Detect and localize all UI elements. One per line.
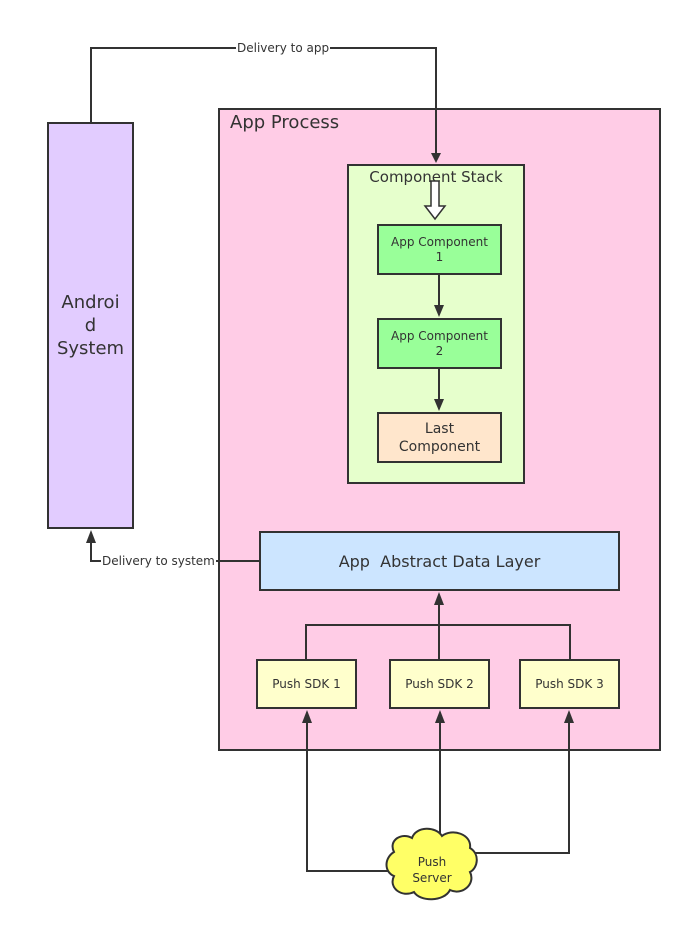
component-stack-label: Component Stack <box>369 168 503 186</box>
data-layer-label: App Abstract Data Layer <box>338 551 541 571</box>
last-component-node[interactable]: Last Component <box>377 412 502 463</box>
android-system-node[interactable]: Androi d System <box>47 122 134 529</box>
app-component-2-node[interactable]: App Component 2 <box>377 318 502 369</box>
push-server-label: Push Server <box>412 855 452 885</box>
app-component-1-node[interactable]: App Component 1 <box>377 224 502 275</box>
push-sdk-1-node[interactable]: Push SDK 1 <box>256 659 357 709</box>
last-component-label: Last Component <box>398 420 481 455</box>
app-component-2-label: App Component 2 <box>391 328 488 358</box>
delivery-to-app-label: Delivery to app <box>236 41 331 55</box>
android-system-label: Androi d System <box>56 292 125 359</box>
app-component-1-label: App Component 1 <box>391 234 488 264</box>
push-server-node[interactable]: Push Server <box>396 854 468 886</box>
data-layer-node[interactable]: App Abstract Data Layer <box>259 531 620 591</box>
push-sdk-2-label: Push SDK 2 <box>405 676 474 691</box>
delivery-to-system-label: Delivery to system <box>101 554 216 568</box>
app-process-label: App Process <box>230 112 340 133</box>
push-sdk-2-node[interactable]: Push SDK 2 <box>389 659 490 709</box>
push-sdk-3-label: Push SDK 3 <box>535 676 604 691</box>
push-sdk-3-node[interactable]: Push SDK 3 <box>519 659 620 709</box>
push-sdk-1-label: Push SDK 1 <box>272 676 341 691</box>
